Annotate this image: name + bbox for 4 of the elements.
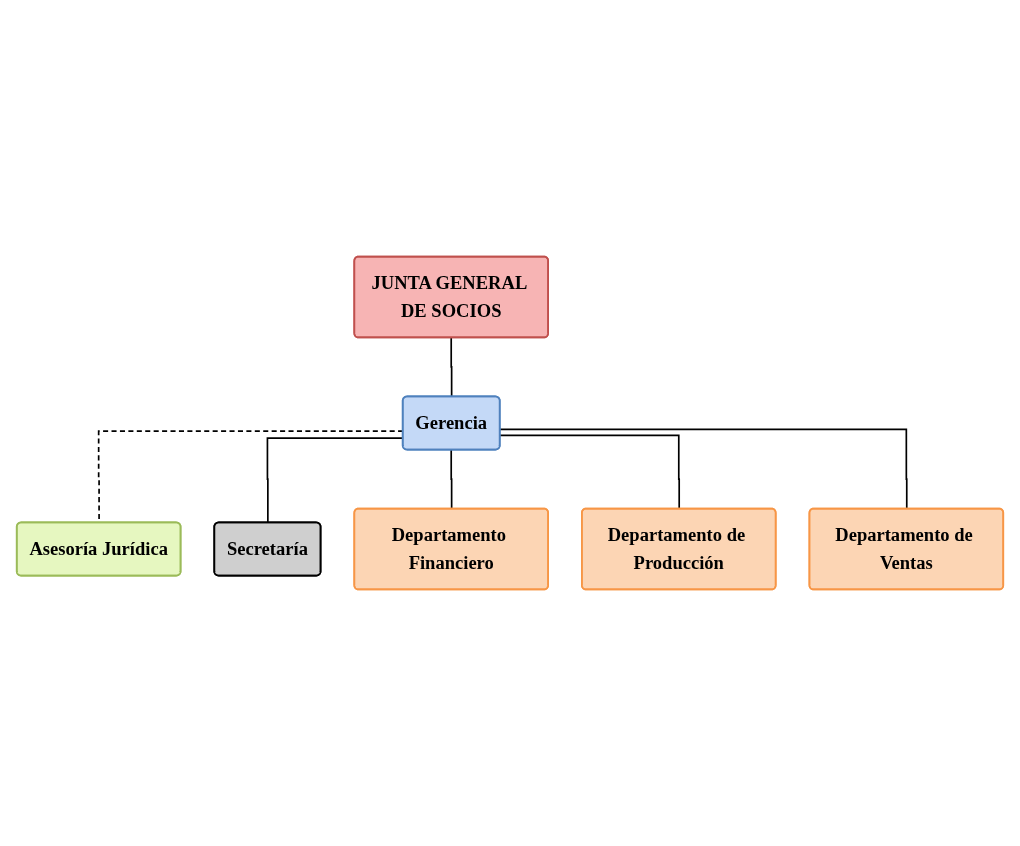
connector xyxy=(450,337,453,398)
connector xyxy=(499,434,681,510)
connector xyxy=(499,428,908,510)
connector xyxy=(450,449,453,510)
